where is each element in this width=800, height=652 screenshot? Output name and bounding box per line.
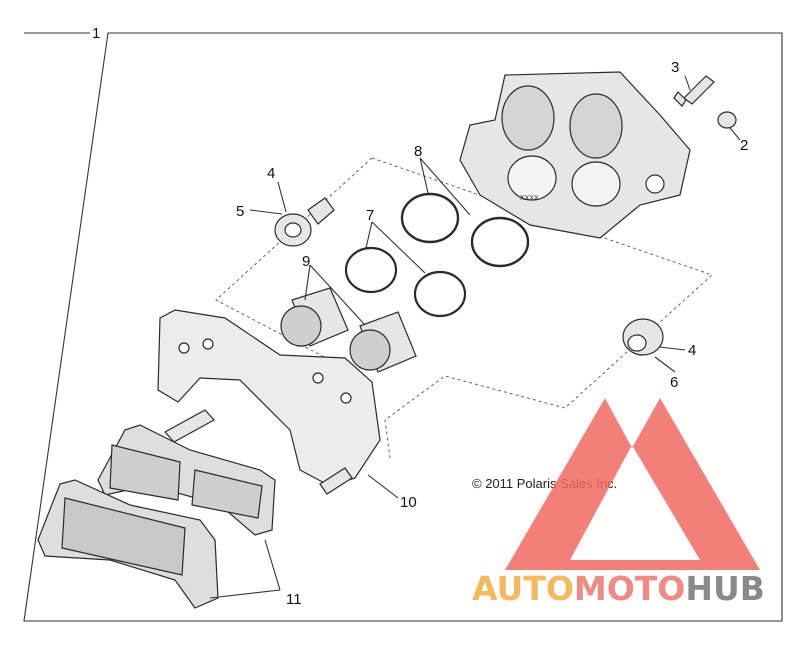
bleeder-cap bbox=[717, 111, 737, 129]
brake-pad-outer bbox=[37, 479, 219, 609]
leader-5 bbox=[249, 209, 283, 215]
callout-5: 5 bbox=[236, 203, 244, 220]
leader-7 bbox=[365, 221, 426, 274]
bleeder-screw bbox=[673, 75, 715, 107]
callout-9: 9 bbox=[302, 253, 310, 270]
leader-2 bbox=[729, 127, 741, 141]
caliper-housing: XXXX bbox=[459, 71, 691, 239]
piston-seal-small-2 bbox=[413, 270, 467, 318]
watermark-logo bbox=[505, 398, 760, 570]
piston-seal-large-1 bbox=[400, 192, 460, 244]
leader-11 bbox=[209, 539, 281, 599]
callout-6: 6 bbox=[670, 374, 678, 391]
piston-1 bbox=[280, 287, 349, 347]
piston-seal-large-2 bbox=[470, 216, 530, 268]
callout-11: 11 bbox=[286, 591, 302, 608]
callout-2: 2 bbox=[740, 137, 748, 154]
callout-8: 8 bbox=[414, 143, 422, 160]
piston-2 bbox=[349, 311, 417, 373]
watermark-auto: AUTO bbox=[472, 569, 574, 608]
callout-10: 10 bbox=[400, 494, 417, 511]
slide-pin-bushing-upper bbox=[274, 197, 335, 247]
casting-mark: XXXX bbox=[520, 195, 539, 202]
callout-4-lower: 4 bbox=[688, 342, 696, 359]
watermark-hub: HUB bbox=[685, 569, 765, 608]
leader-4-upper bbox=[277, 181, 287, 213]
callout-4-upper: 4 bbox=[267, 165, 275, 182]
mounting-bracket bbox=[157, 309, 381, 495]
watermark-text: AUTOMOTOHUB bbox=[472, 569, 765, 608]
leader-6 bbox=[654, 356, 676, 373]
leader-9 bbox=[304, 264, 366, 326]
leader-3 bbox=[684, 75, 691, 91]
watermark-moto: MOTO bbox=[574, 569, 685, 608]
callout-7: 7 bbox=[366, 207, 374, 224]
slide-pin-bushing-lower bbox=[622, 318, 664, 356]
leader-4-lower bbox=[659, 346, 686, 351]
brake-pad-inner bbox=[97, 424, 276, 536]
diagram-frame bbox=[23, 32, 783, 622]
leader-8 bbox=[419, 157, 471, 216]
callout-3: 3 bbox=[671, 59, 679, 76]
callout-1: 1 bbox=[92, 25, 100, 42]
leader-10 bbox=[367, 474, 399, 499]
piston-seal-small-1 bbox=[344, 246, 398, 294]
